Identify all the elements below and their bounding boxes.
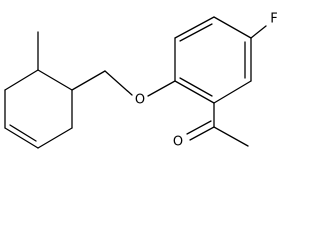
cyclohexene-ring [4, 69, 73, 149]
bond-c-f [250, 25, 267, 39]
bond-ring-top [174, 16, 215, 39]
bond-o-ch2 [104, 70, 133, 96]
bond-cyc-3 [4, 127, 39, 149]
bond-ring-top-inner [179, 23, 213, 42]
structural-formula: F O O [4, 12, 278, 150]
bond-carbonyl-1 [189, 126, 215, 141]
fluorine-label: F [270, 12, 277, 27]
bond-cyc-6 [37, 69, 73, 91]
bond-ch2-ring [71, 70, 106, 91]
bond-cyc-5 [4, 69, 39, 91]
bond-ring-o [147, 80, 176, 97]
bond-cyc-3-inner [9, 124, 37, 142]
carbonyl-oxygen-label: O [173, 135, 183, 150]
bond-ring-lower-left [174, 80, 215, 104]
bond-acetyl-methyl [213, 126, 249, 147]
bond-cyc-2 [37, 127, 73, 149]
bond-ring-upper-right [213, 16, 252, 39]
bond-ring-lower-right [213, 80, 252, 104]
bond-ring-lower-left-inner [179, 77, 213, 97]
benzene-ring [174, 16, 252, 104]
bond-carbonyl-2 [186, 120, 212, 135]
ether-oxygen-label: O [135, 93, 145, 108]
